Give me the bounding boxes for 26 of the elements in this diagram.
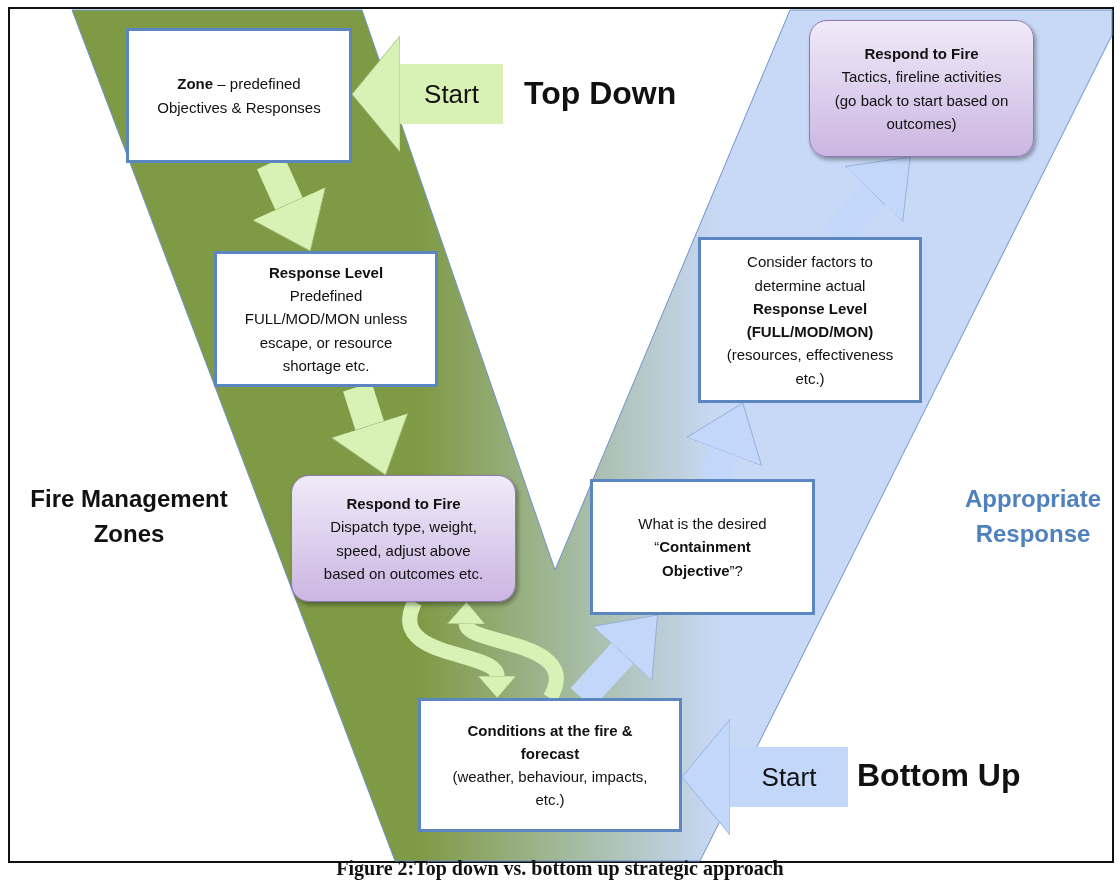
side-label: Appropriate Response bbox=[964, 484, 1102, 549]
block-arrow bbox=[351, 35, 503, 153]
edge-label: Start bbox=[761, 761, 817, 793]
box-text: What is the desired “Containment Objective”? bbox=[637, 514, 768, 581]
box-heading: Respond to Fire bbox=[864, 44, 979, 64]
box-text: Zone – predefined Objectives & Responses bbox=[156, 74, 322, 118]
block-arrow bbox=[681, 718, 848, 836]
process-box bbox=[590, 479, 815, 615]
box-heading: Conditions at the fire & forecast bbox=[466, 720, 634, 764]
process-box bbox=[126, 28, 352, 163]
box-text: Predefined FULL/MOD/MON unless escape, or resource shortage etc. bbox=[243, 286, 409, 376]
action-box bbox=[809, 20, 1034, 157]
process-box bbox=[698, 237, 922, 403]
side-label: Fire Management Zones bbox=[29, 484, 229, 549]
box-text: (weather, behaviour, impacts, etc.) bbox=[451, 767, 649, 811]
box-text: Dispatch type, weight, speed, adjust above based on outcomes etc. bbox=[322, 517, 485, 584]
box-text: Consider factors to determine actual Response Level (FULL/MOD/MON) (resources, effectiveness etc.) bbox=[725, 252, 895, 389]
action-box bbox=[291, 475, 516, 602]
side-label: Bottom Up bbox=[857, 756, 1022, 795]
process-box bbox=[418, 698, 682, 832]
edge-label: Start bbox=[424, 78, 479, 110]
box-heading: Response Level bbox=[268, 262, 384, 283]
side-label: Top Down bbox=[524, 74, 678, 113]
process-box bbox=[214, 251, 438, 387]
box-heading: Respond to Fire bbox=[346, 494, 461, 514]
box-text: Tactics, fireline activities (go back to start based on outcomes) bbox=[833, 67, 1010, 134]
